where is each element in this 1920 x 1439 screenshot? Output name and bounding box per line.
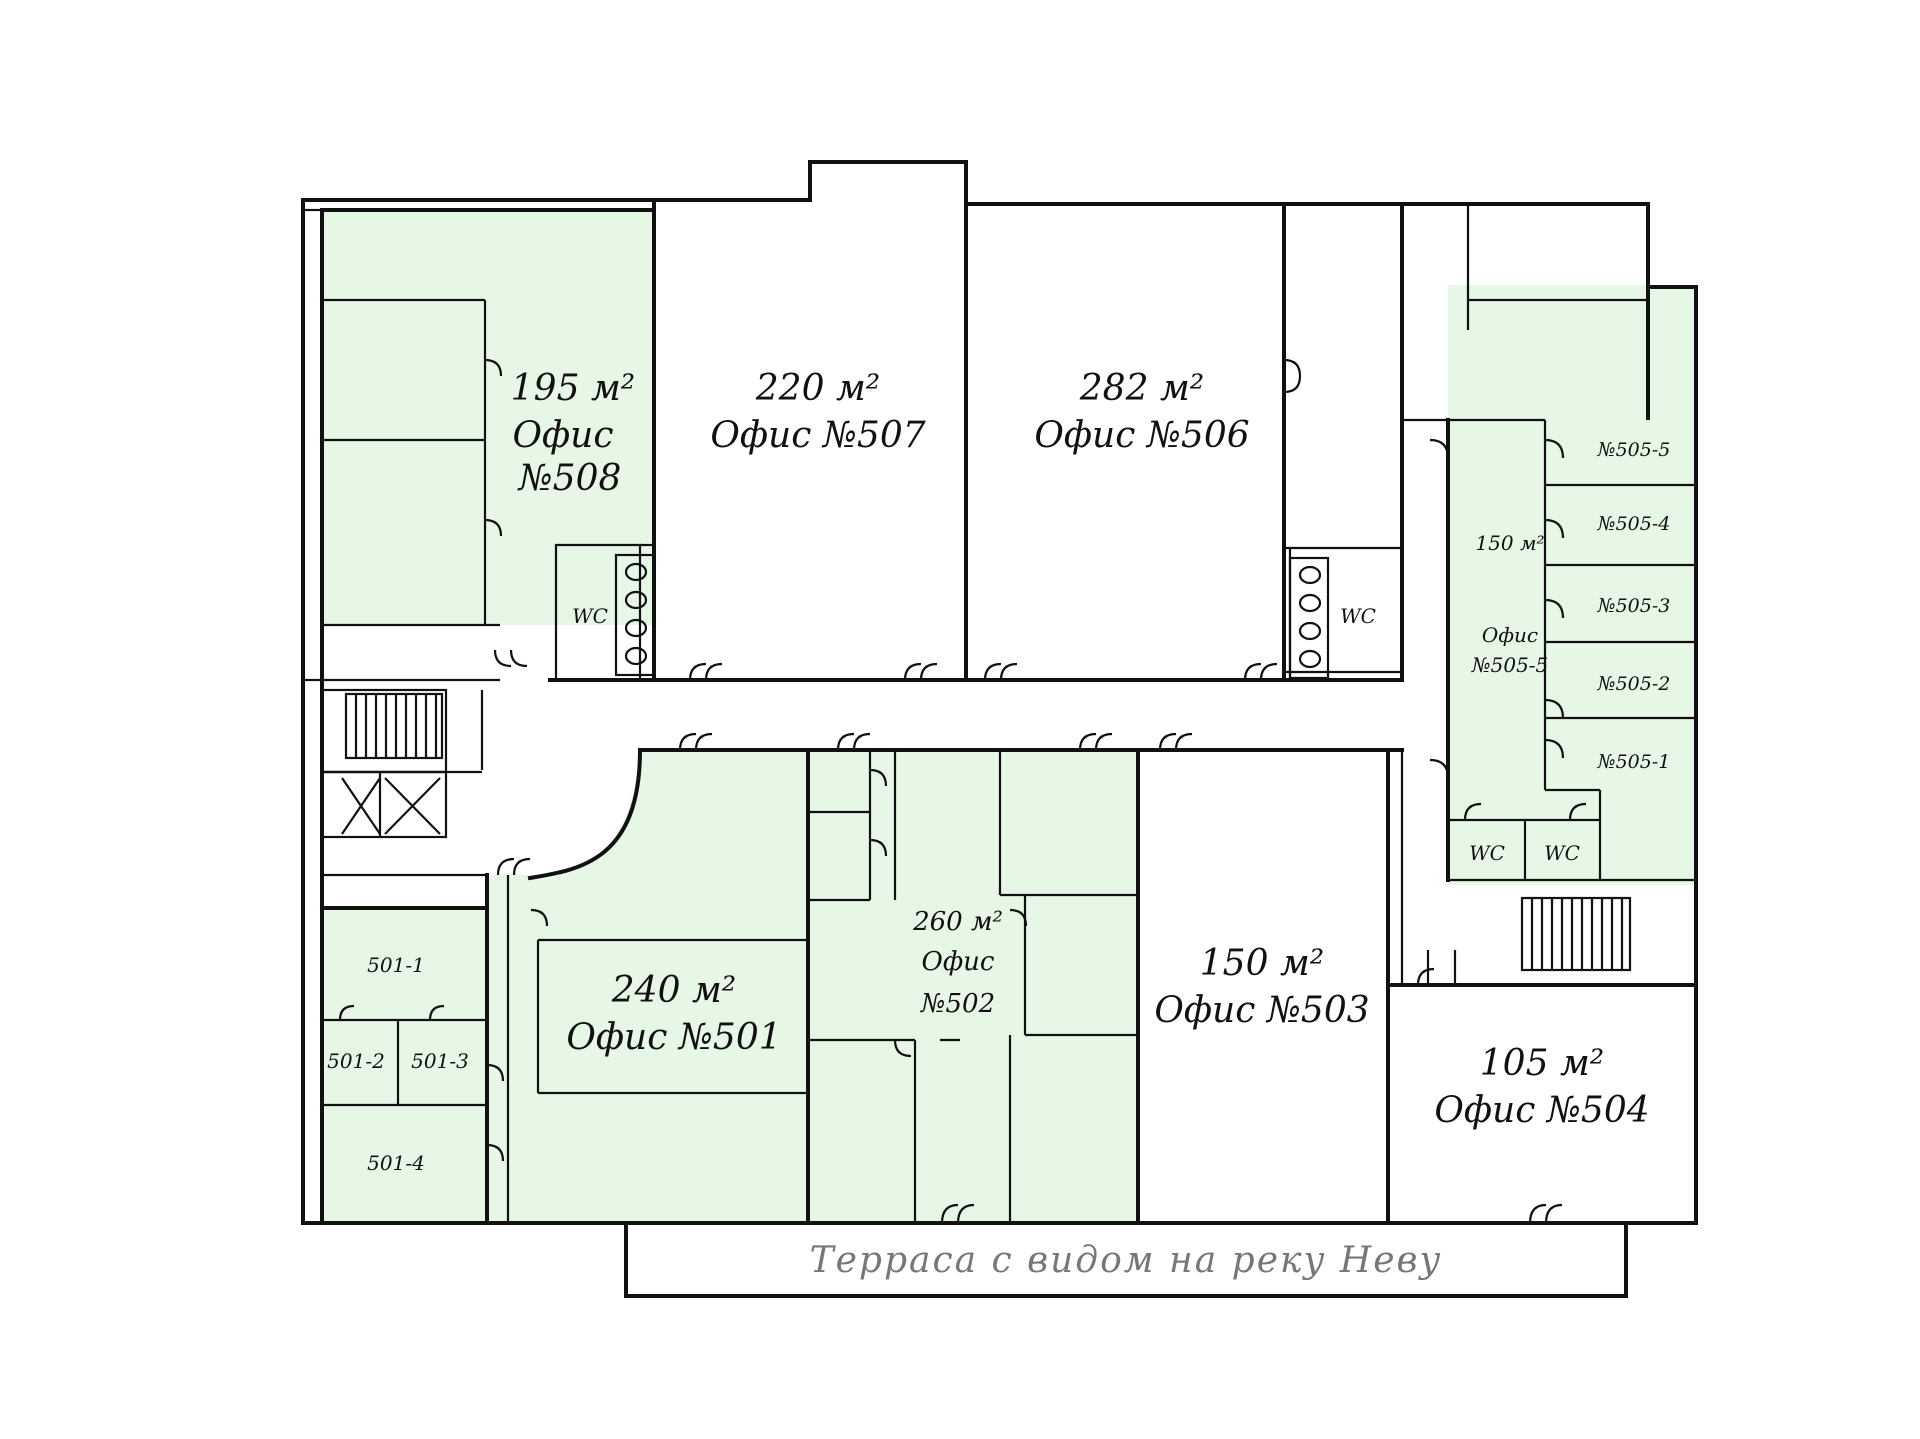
office-504-name: Офис №504: [1434, 1090, 1649, 1131]
office-508-number: №508: [517, 458, 622, 499]
office-506-name: Офис №506: [1034, 415, 1249, 456]
wc-label-4: WC: [1544, 841, 1580, 865]
office-505-3-label: №505-3: [1597, 595, 1671, 617]
office-502-number: №502: [920, 989, 995, 1019]
office-507-name: Офис №507: [710, 415, 925, 456]
office-504-area: 105 м²: [1480, 1043, 1604, 1084]
office-508-fill: [322, 210, 654, 625]
office-503-name: Офис №503: [1154, 990, 1369, 1031]
terrace: Терраса с видом на реку Неву: [624, 1221, 1628, 1298]
office-501-2-label: 501-2: [327, 1049, 385, 1073]
office-505-1-label: №505-1: [1597, 751, 1671, 773]
wc-label-3: WC: [1469, 841, 1505, 865]
wc-fixtures: [614, 553, 1330, 680]
office-507-area: 220 м²: [755, 368, 880, 409]
office-505-5-label: №505-5: [1597, 439, 1671, 461]
room-labels: 195 м² Офис №508 220 м² Офис №507 282 м²…: [327, 368, 1670, 1175]
office-501-1-label: 501-1: [367, 953, 425, 977]
stairs-left: [344, 692, 444, 760]
office-501-area: 240 м²: [611, 970, 736, 1011]
office-501-sub-fill: [322, 910, 487, 1223]
office-505-number: №505-5: [1471, 653, 1549, 677]
stairs-right: [1520, 896, 1632, 972]
leased-areas: [322, 210, 1696, 1223]
office-505-area: 150 м²: [1475, 531, 1544, 555]
wc-label-2: WC: [1340, 604, 1376, 628]
office-501-4-label: 501-4: [367, 1151, 425, 1175]
office-506-area: 282 м²: [1079, 368, 1204, 409]
outer-walls: [301, 160, 1698, 1225]
office-501-name: Офис №501: [566, 1017, 781, 1058]
office-505-4-label: №505-4: [1597, 513, 1671, 535]
office-505-fill: [1448, 285, 1696, 885]
office-508-area: 195 м²: [511, 368, 635, 409]
office-502-area: 260 м²: [912, 907, 1003, 937]
office-508-name: Офис: [512, 415, 613, 456]
office-505-2-label: №505-2: [1597, 673, 1671, 695]
office-501-3-label: 501-3: [411, 1049, 469, 1073]
office-502-name: Офис: [922, 947, 995, 977]
office-502-fill: [808, 750, 1138, 1223]
office-501-fill: [487, 750, 808, 1223]
office-505-name: Офис: [1482, 623, 1538, 647]
office-503-area: 150 м²: [1200, 943, 1324, 984]
terrace-label: Терраса с видом на реку Неву: [810, 1240, 1443, 1281]
doors: [338, 358, 1587, 1224]
wc-label-1: WC: [572, 604, 608, 628]
